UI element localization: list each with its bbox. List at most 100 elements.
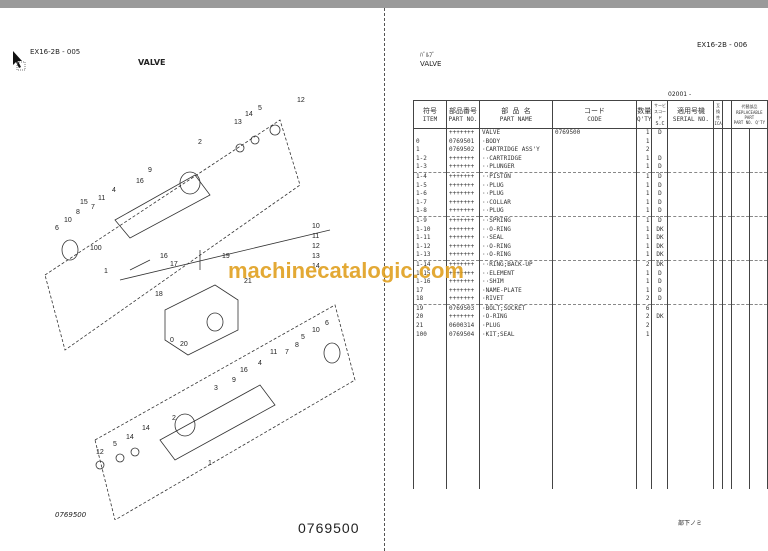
cell-rp — [730, 171, 750, 182]
cell-rp — [730, 313, 750, 323]
cell-qty: 1 — [635, 207, 653, 217]
svg-text:1: 1 — [208, 460, 212, 467]
cell-x — [721, 128, 732, 138]
cell-sc: D — [651, 278, 669, 287]
cell-ica — [713, 171, 723, 182]
cell-sc: D — [651, 215, 669, 226]
svg-text:15: 15 — [80, 199, 88, 206]
cell-x — [721, 242, 732, 252]
cell-rp — [730, 215, 750, 226]
svg-text:2: 2 — [198, 139, 202, 146]
cell-x — [721, 215, 732, 226]
cell-item: 100 — [413, 330, 447, 490]
cell-ica — [713, 259, 723, 270]
cell-item: 21 — [413, 322, 447, 331]
cell-x — [721, 330, 732, 490]
cell-ica — [713, 128, 723, 138]
cell-item: 1-2 — [413, 154, 447, 164]
svg-text:4: 4 — [258, 360, 262, 367]
cell-ica — [713, 137, 723, 147]
cell-qty: 1 — [635, 251, 653, 261]
svg-text:5: 5 — [301, 334, 305, 341]
cell-ica — [713, 181, 723, 191]
svg-text:17: 17 — [170, 261, 178, 268]
cell-serial — [667, 163, 715, 173]
header-code-jp: コード — [584, 107, 605, 115]
svg-text:8: 8 — [76, 209, 80, 216]
cell-code — [552, 234, 637, 243]
header-ica-jp: 互換性 — [716, 103, 721, 120]
left-footer-big: 0769500 — [298, 520, 360, 536]
cell-qty: 1 — [635, 278, 653, 287]
cell-serial — [667, 225, 715, 235]
cell-serial — [667, 181, 715, 191]
cell-rp — [730, 198, 750, 208]
cell-name: ·BOLT;SOCKET — [479, 303, 553, 314]
left-page-title: VALVE — [138, 58, 166, 67]
cell-item: 1-7 — [413, 198, 447, 208]
cell-serial — [667, 259, 715, 270]
cell-sc — [651, 137, 669, 147]
cell-code — [552, 278, 637, 287]
header-repl-part: PART NO. — [733, 120, 753, 125]
cell-serial — [667, 322, 715, 331]
cell-rp — [730, 242, 750, 252]
cell-rp — [730, 303, 750, 314]
cell-part: +++++++ — [446, 225, 480, 235]
cell-code — [552, 181, 637, 191]
cell-ica — [713, 207, 723, 217]
cell-rp — [730, 234, 750, 243]
cell-qty: 2 — [635, 146, 653, 155]
header-name-en: PART NAME — [499, 116, 533, 123]
cell-code — [552, 313, 637, 323]
cell-rq — [748, 171, 768, 182]
cell-x — [721, 207, 732, 217]
svg-text:5: 5 — [113, 441, 117, 448]
cell-x — [721, 225, 732, 235]
header-sc-jp: サービスコード — [653, 102, 666, 120]
svg-text:14: 14 — [126, 434, 134, 441]
cell-qty: 1 — [635, 163, 653, 173]
svg-text:12: 12 — [312, 243, 320, 250]
right-footer: 部下ノミ — [678, 520, 703, 527]
cell-part: 0769501 — [446, 137, 480, 147]
header-serial-jp: 適用号機 — [676, 107, 705, 115]
cell-part: +++++++ — [446, 234, 480, 243]
cell-ica — [713, 269, 723, 279]
svg-text:16: 16 — [240, 367, 248, 374]
header-blank — [721, 100, 732, 129]
cell-name: ··O-RING — [479, 242, 553, 252]
cell-serial — [667, 190, 715, 199]
cell-code: 0769500 — [552, 128, 637, 138]
cell-x — [721, 234, 732, 243]
svg-text:7: 7 — [91, 204, 95, 211]
cell-sc: DK — [651, 242, 669, 252]
svg-text:19: 19 — [222, 253, 230, 260]
svg-text:11: 11 — [312, 233, 319, 240]
cell-x — [721, 251, 732, 261]
cell-part: +++++++ — [446, 198, 480, 208]
cell-serial — [667, 198, 715, 208]
cell-qty: 1 — [635, 128, 653, 138]
svg-text:1: 1 — [104, 268, 108, 275]
cell-part: +++++++ — [446, 128, 480, 138]
cell-qty: 1 — [635, 269, 653, 279]
header-qty-en: Q'TY — [637, 116, 652, 123]
svg-text:14: 14 — [245, 111, 253, 118]
cell-x — [721, 278, 732, 287]
cell-x — [721, 190, 732, 199]
cell-sc: DK — [651, 259, 669, 270]
header-code-en: CODE — [587, 116, 602, 123]
cell-ica — [713, 198, 723, 208]
cell-name: ··CARTRIDGE — [479, 154, 553, 164]
cell-name: ·BODY — [479, 137, 553, 147]
cell-serial — [667, 295, 715, 305]
cell-rq — [748, 269, 768, 279]
